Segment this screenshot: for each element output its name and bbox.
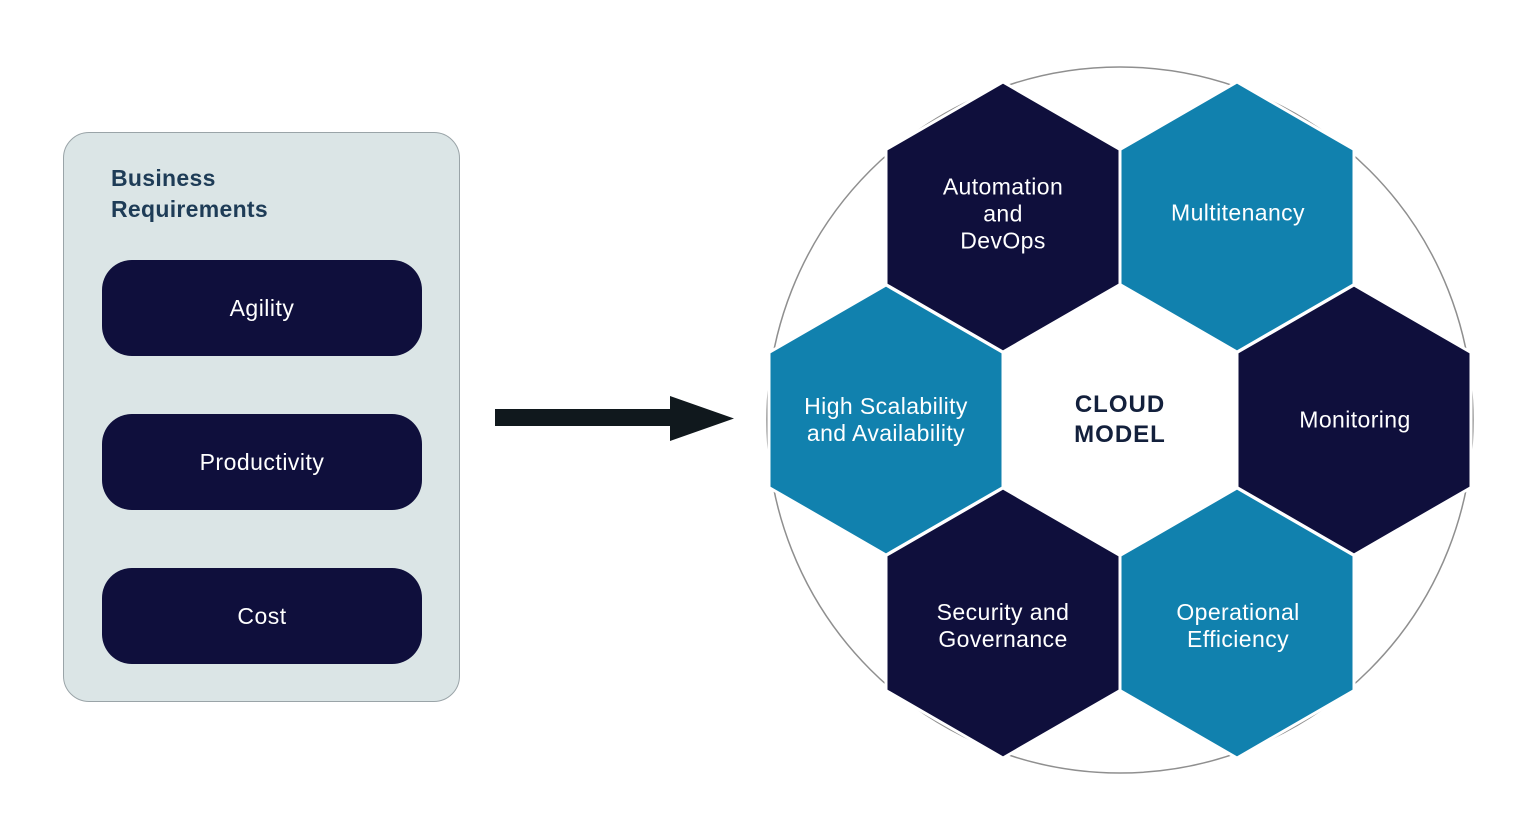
hexagon-label-multitenancy: Multitenancy [1171, 199, 1305, 226]
hexagon-operational-efficiency [1118, 486, 1356, 760]
hexagon-label-automation-devops: Automation and DevOps [942, 173, 1064, 254]
hexagon-label-operational-efficiency: Operational Efficiency [1176, 598, 1300, 652]
panel-title: Business Requirements [111, 165, 268, 222]
flow-arrow [495, 396, 734, 441]
requirement-pill-productivity: Productivity [102, 414, 422, 510]
hexagon-label-high-scalability-availability: High Scalability and Availability [804, 392, 968, 446]
requirement-label: Agility [229, 294, 295, 321]
business-requirements-panel: Business Requirements Agility Productivi… [63, 132, 460, 702]
requirement-pill-cost: Cost [102, 568, 422, 664]
cloud-model-title: CLOUD MODEL [1074, 391, 1166, 448]
hexagon-label-security-governance: Security and Governance [936, 598, 1070, 652]
requirement-pill-agility: Agility [102, 260, 422, 356]
requirement-label: Cost [237, 602, 287, 629]
requirement-label: Productivity [199, 448, 325, 475]
hexagon-label-monitoring: Monitoring [1299, 406, 1411, 433]
